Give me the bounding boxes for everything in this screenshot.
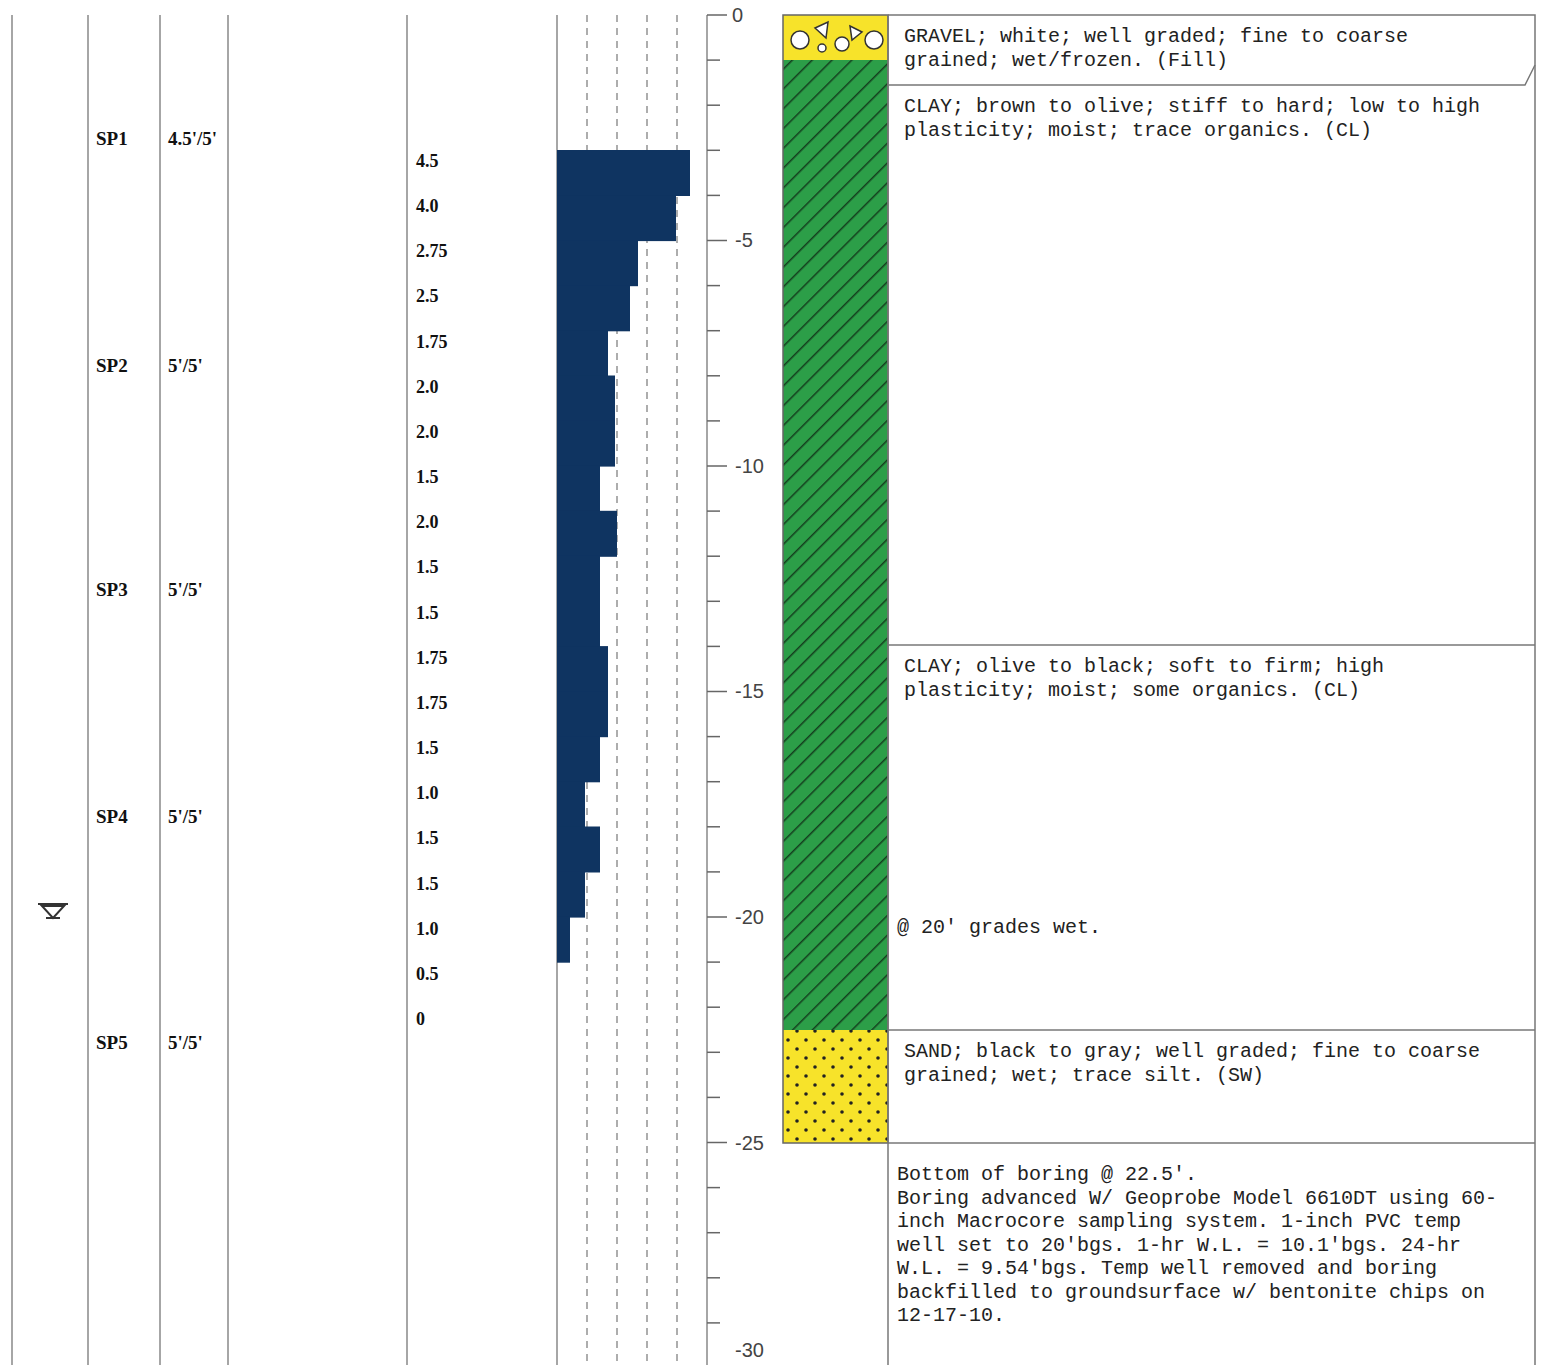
penetrometer-value: 0.5: [416, 963, 439, 984]
description-note: Boring advanced W/ Geoprobe Model 6610DT…: [897, 1187, 1515, 1328]
penetrometer-bar: [557, 466, 600, 512]
depth-tick: [707, 1097, 720, 1099]
depth-tick: [707, 1232, 720, 1234]
depth-tick: [707, 916, 727, 918]
penetrometer-value: 2.0: [416, 512, 439, 533]
depth-label: -25: [734, 1132, 765, 1155]
depth-tick: [707, 871, 720, 873]
depth-tick: [707, 736, 720, 738]
stratum-description: CLAY; brown to olive; stiff to hard; low…: [888, 85, 1535, 645]
depth-label: -20: [734, 906, 765, 929]
description-text: Bottom of boring @ 22.5'.: [897, 1163, 1515, 1187]
penetrometer-bar: [557, 736, 600, 782]
description-text: GRAVEL; white; well graded; fine to coar…: [904, 25, 1516, 72]
penetrometer-bar: [557, 150, 690, 196]
depth-tick: [707, 601, 720, 603]
penetrometer-bar: [557, 556, 600, 602]
depth-tick: [707, 330, 720, 332]
sample-recovery: 5'/5': [168, 355, 203, 377]
penetrometer-value: 1.5: [416, 602, 439, 623]
sample-recovery: 5'/5': [168, 806, 203, 828]
penetrometer-value: 2.0: [416, 376, 439, 397]
depth-tick: [707, 1277, 720, 1279]
depth-tick: [707, 646, 720, 648]
depth-tick: [707, 1187, 720, 1189]
penetrometer-value: 1.0: [416, 918, 439, 939]
description-text: CLAY; olive to black; soft to firm; high…: [904, 655, 1523, 702]
sample-recovery: 5'/5': [168, 1032, 203, 1054]
stratum-description: SAND; black to gray; well graded; fine t…: [888, 1030, 1535, 1143]
depth-tick: [707, 510, 720, 512]
penetrometer-bar: [557, 511, 617, 557]
depth-tick: [707, 465, 727, 467]
stratum-description: Bottom of boring @ 22.5'.Boring advanced…: [888, 1143, 1535, 1365]
penetrometer-value: 1.5: [416, 467, 439, 488]
depth-tick: [707, 1006, 720, 1008]
penetrometer-bar: [557, 195, 676, 241]
depth-tick: [707, 691, 727, 693]
penetrometer-bar: [557, 240, 638, 286]
penetrometer-value: 2.75: [416, 241, 448, 262]
penetrometer-value: 4.5: [416, 151, 439, 172]
description-note: @ 20' grades wet.: [897, 916, 1101, 940]
penetrometer-bar: [557, 781, 585, 827]
depth-tick: [707, 104, 720, 106]
sample-id: SP3: [96, 579, 128, 601]
sample-id: SP1: [96, 128, 128, 150]
penetrometer-value: 1.5: [416, 828, 439, 849]
penetrometer-bar: [557, 285, 630, 331]
penetrometer-value: 2.5: [416, 286, 439, 307]
penetrometer-bar: [557, 691, 608, 737]
penetrometer-value: 2.0: [416, 421, 439, 442]
depth-label: -5: [734, 229, 754, 252]
depth-tick: [707, 781, 720, 783]
depth-tick: [707, 285, 720, 287]
depth-tick: [707, 150, 720, 152]
penetrometer-bar: [557, 376, 615, 422]
penetrometer-value: 1.5: [416, 557, 439, 578]
penetrometer-bar: [557, 601, 600, 647]
stratum-description: GRAVEL; white; well graded; fine to coar…: [888, 15, 1528, 85]
sample-recovery: 5'/5': [168, 579, 203, 601]
penetrometer-bar: [557, 827, 600, 873]
sample-id: SP5: [96, 1032, 128, 1054]
penetrometer-value: 0: [416, 1009, 425, 1030]
depth-label: -15: [734, 680, 765, 703]
sample-id: SP2: [96, 355, 128, 377]
depth-tick: [707, 1322, 720, 1324]
depth-tick: [707, 420, 720, 422]
stratum-description: CLAY; olive to black; soft to firm; high…: [888, 645, 1535, 1030]
depth-tick: [707, 195, 720, 197]
depth-tick: [707, 375, 720, 377]
depth-label: -10: [734, 455, 765, 478]
depth-tick: [707, 961, 720, 963]
depth-label: -30: [734, 1339, 765, 1362]
depth-tick: [707, 14, 727, 16]
penetrometer-value: 4.0: [416, 196, 439, 217]
depth-tick: [707, 555, 720, 557]
penetrometer-bar: [557, 917, 570, 963]
depth-tick: [707, 1052, 720, 1054]
depth-tick: [707, 1142, 727, 1144]
penetrometer-bar: [557, 646, 608, 692]
penetrometer-value: 1.75: [416, 331, 448, 352]
penetrometer-value: 1.5: [416, 873, 439, 894]
penetrometer-value: 1.5: [416, 738, 439, 759]
penetrometer-bar: [557, 330, 608, 376]
depth-tick: [707, 240, 727, 242]
depth-tick: [707, 826, 720, 828]
penetrometer-bar: [557, 872, 585, 918]
description-text: CLAY; brown to olive; stiff to hard; low…: [904, 95, 1523, 142]
depth-label: 0: [731, 4, 744, 27]
description-text: SAND; black to gray; well graded; fine t…: [904, 1040, 1523, 1087]
sample-id: SP4: [96, 806, 128, 828]
penetrometer-value: 1.75: [416, 692, 448, 713]
depth-tick: [707, 59, 720, 61]
sample-recovery: 4.5'/5': [168, 128, 217, 150]
penetrometer-bar: [557, 421, 615, 467]
penetrometer-value: 1.0: [416, 783, 439, 804]
penetrometer-value: 1.75: [416, 647, 448, 668]
